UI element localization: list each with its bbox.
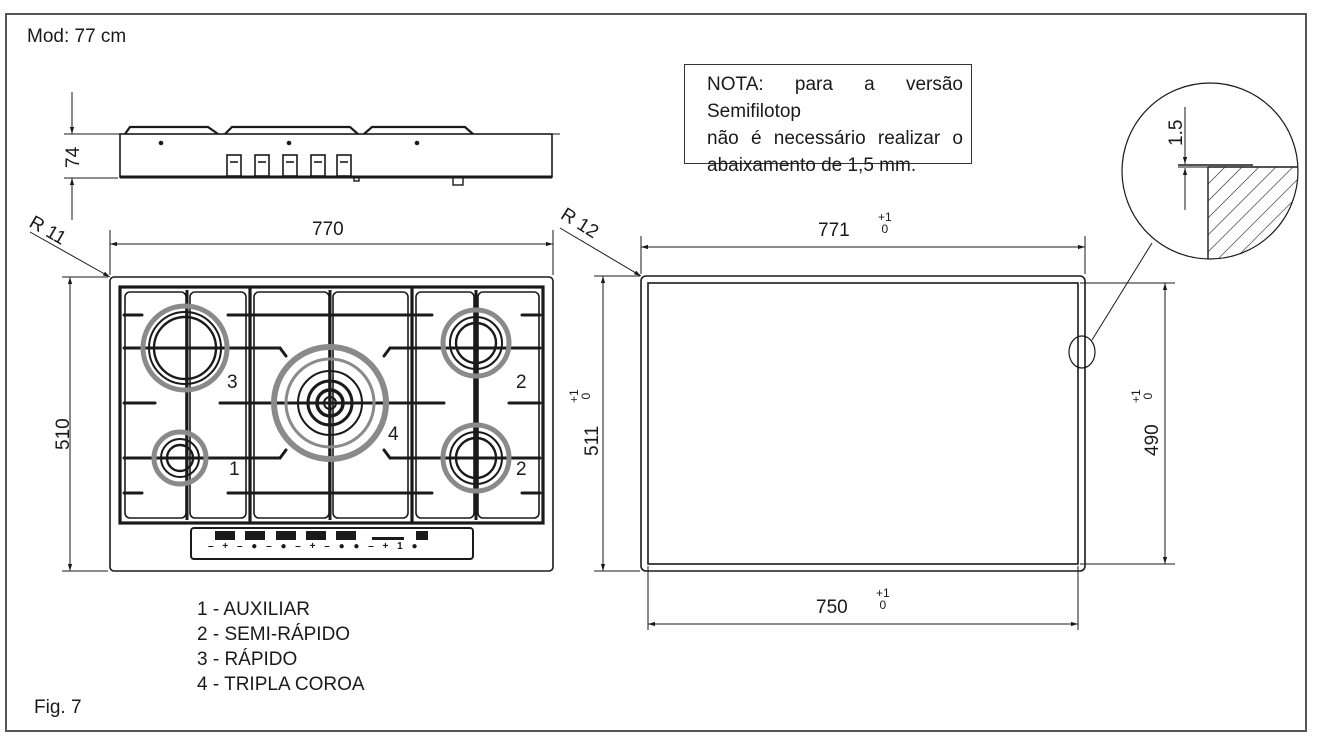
tolerance-upper: +1 [878, 210, 892, 224]
legend-item-rapid: 3 - RÁPIDO [197, 649, 298, 670]
tolerance-upper: +1 [876, 586, 890, 600]
tolerance-lower: 0 [579, 392, 593, 400]
cutout-width-dimension-771: 771 [818, 220, 850, 241]
control-panel-symbols: – + – ● – ● – + – ● ● – + 1 ● [208, 541, 421, 552]
legend-item-auxiliary: 1 - AUXILIAR [197, 599, 310, 620]
cutout-depth-tolerance: +1 0 [567, 389, 593, 403]
model-label: Mod: 77 cm [27, 26, 127, 47]
cutout-inner-width-tolerance: +1 0 [876, 587, 890, 611]
legend-item-semi-rapid: 2 - SEMI-RÁPIDO [197, 624, 351, 645]
note-box: NOTA: para a versão Semifilotop não é ne… [684, 64, 972, 176]
burner-rapid-top-left [140, 303, 230, 393]
step-dimension-1-5: 1.5 [1166, 119, 1187, 146]
height-dimension-74: 74 [63, 146, 84, 168]
tolerance-lower: 0 [1141, 392, 1155, 400]
burner-number-auxiliary: 1 [229, 459, 240, 480]
side-view [64, 92, 560, 220]
cutout-depth-dimension-511: 511 [582, 425, 603, 456]
cutout-view [559, 227, 1175, 630]
burner-number-rapid: 3 [227, 372, 238, 393]
burner-number-triple-crown: 4 [388, 424, 399, 445]
burner-auxiliary-bottom-left [151, 429, 209, 487]
burner-triple-crown-center [271, 344, 389, 462]
note-line-1: NOTA: para a versão Semifilotop [707, 74, 963, 122]
legend-item-triple-crown: 4 - TRIPLA COROA [197, 674, 365, 695]
cutout-width-tolerance: +1 0 [878, 211, 892, 235]
burner-legend: 1 - AUXILIAR 2 - SEMI-RÁPIDO 3 - RÁPIDO … [197, 597, 365, 697]
burner-semi-rapid-top-right [440, 307, 512, 379]
figure-frame [5, 13, 1307, 732]
tolerance-lower: 0 [879, 598, 887, 612]
figure-label: Fig. 7 [34, 697, 82, 718]
cutout-inner-depth-dimension-490: 490 [1142, 424, 1163, 456]
width-dimension-770: 770 [312, 219, 344, 240]
burner-number-semi-rapid-top: 2 [516, 372, 527, 393]
note-line-2: não é necessário realizar o [707, 128, 963, 149]
detail-view [1121, 82, 1299, 260]
tolerance-lower: 0 [881, 222, 889, 236]
depth-dimension-510: 510 [53, 418, 74, 450]
cutout-inner-width-dimension-750: 750 [816, 597, 848, 618]
burner-semi-rapid-bottom-right [440, 422, 512, 494]
top-view [29, 230, 554, 572]
note-line-3: abaixamento de 1,5 mm. [707, 155, 917, 176]
cutout-inner-depth-tolerance: +1 0 [1129, 389, 1155, 403]
burner-number-semi-rapid-bottom: 2 [516, 459, 527, 480]
